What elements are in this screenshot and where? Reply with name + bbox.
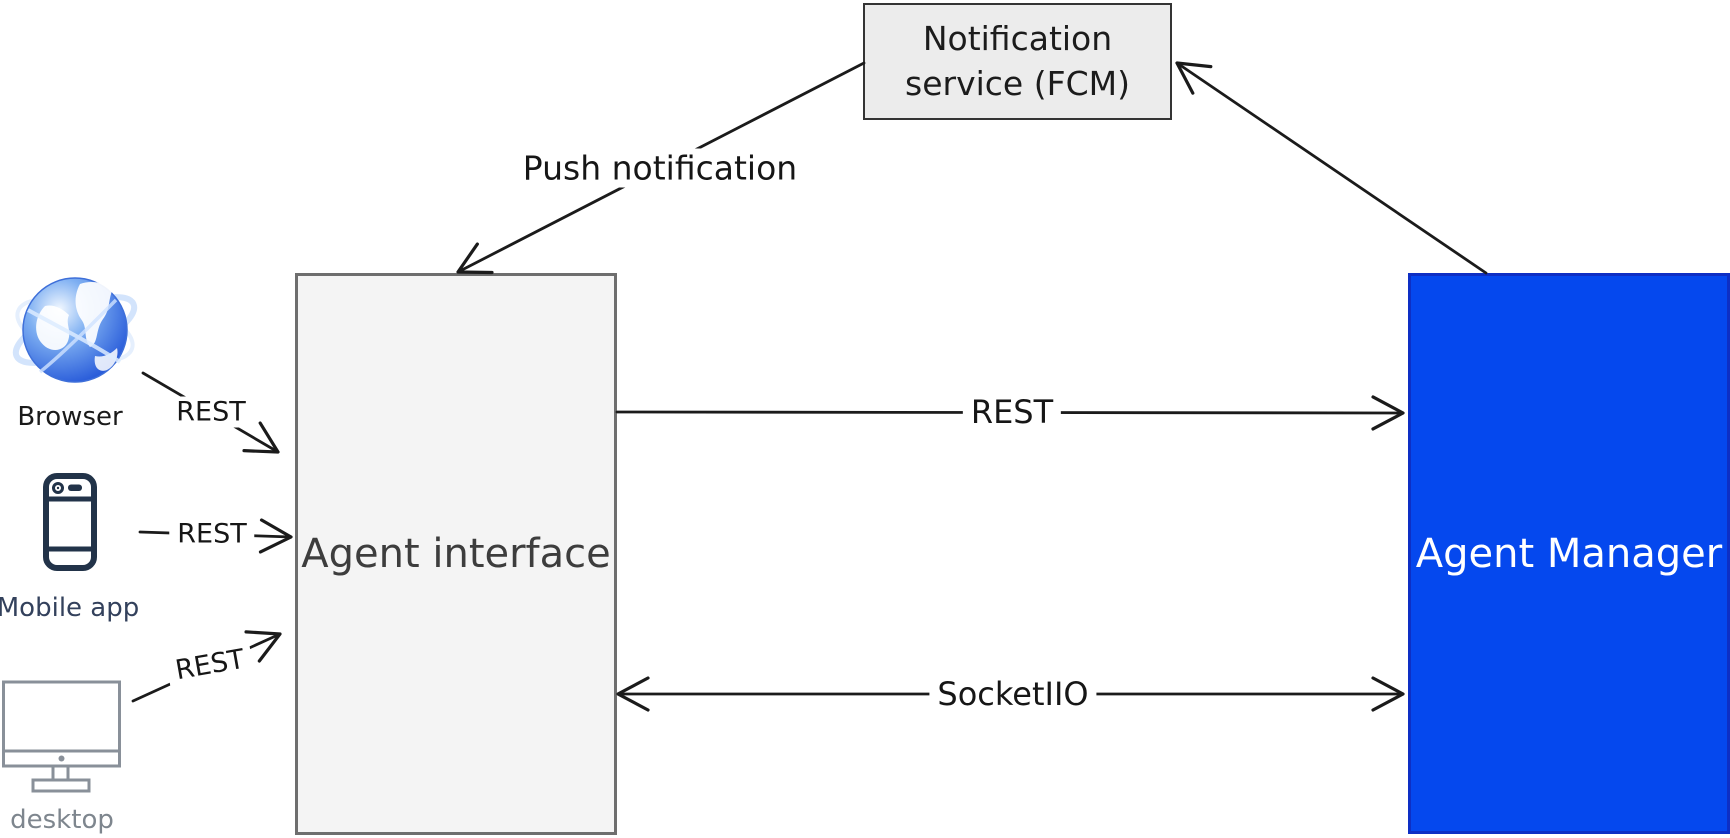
rest-desktop-edge-label: REST: [165, 642, 255, 688]
mobile-app-label: Mobile app: [0, 593, 140, 623]
agent-interface-label: Agent interface: [301, 531, 611, 577]
smartphone-icon: [43, 473, 97, 571]
notification-service-node: Notification service (FCM): [863, 3, 1172, 120]
socketio-edge-label: SocketIIO: [929, 675, 1097, 713]
rest-main-edge-label: REST: [962, 393, 1062, 431]
agent-interface-node: Agent interface: [295, 273, 617, 835]
desktop-label: desktop: [10, 805, 114, 835]
rest-browser-edge-label: REST: [168, 396, 254, 428]
arrow-manager-to-fcm: [1175, 61, 1488, 275]
agent-manager-label: Agent Manager: [1415, 530, 1723, 577]
browser-label: Browser: [17, 402, 123, 432]
rest-mobile-edge-label: REST: [169, 518, 255, 550]
monitor-icon: [2, 680, 121, 793]
push-notification-edge-label: Push notification: [514, 148, 806, 188]
globe-icon: [12, 277, 138, 383]
notification-service-label: Notification service (FCM): [905, 18, 1130, 103]
agent-manager-node: Agent Manager: [1408, 273, 1730, 834]
